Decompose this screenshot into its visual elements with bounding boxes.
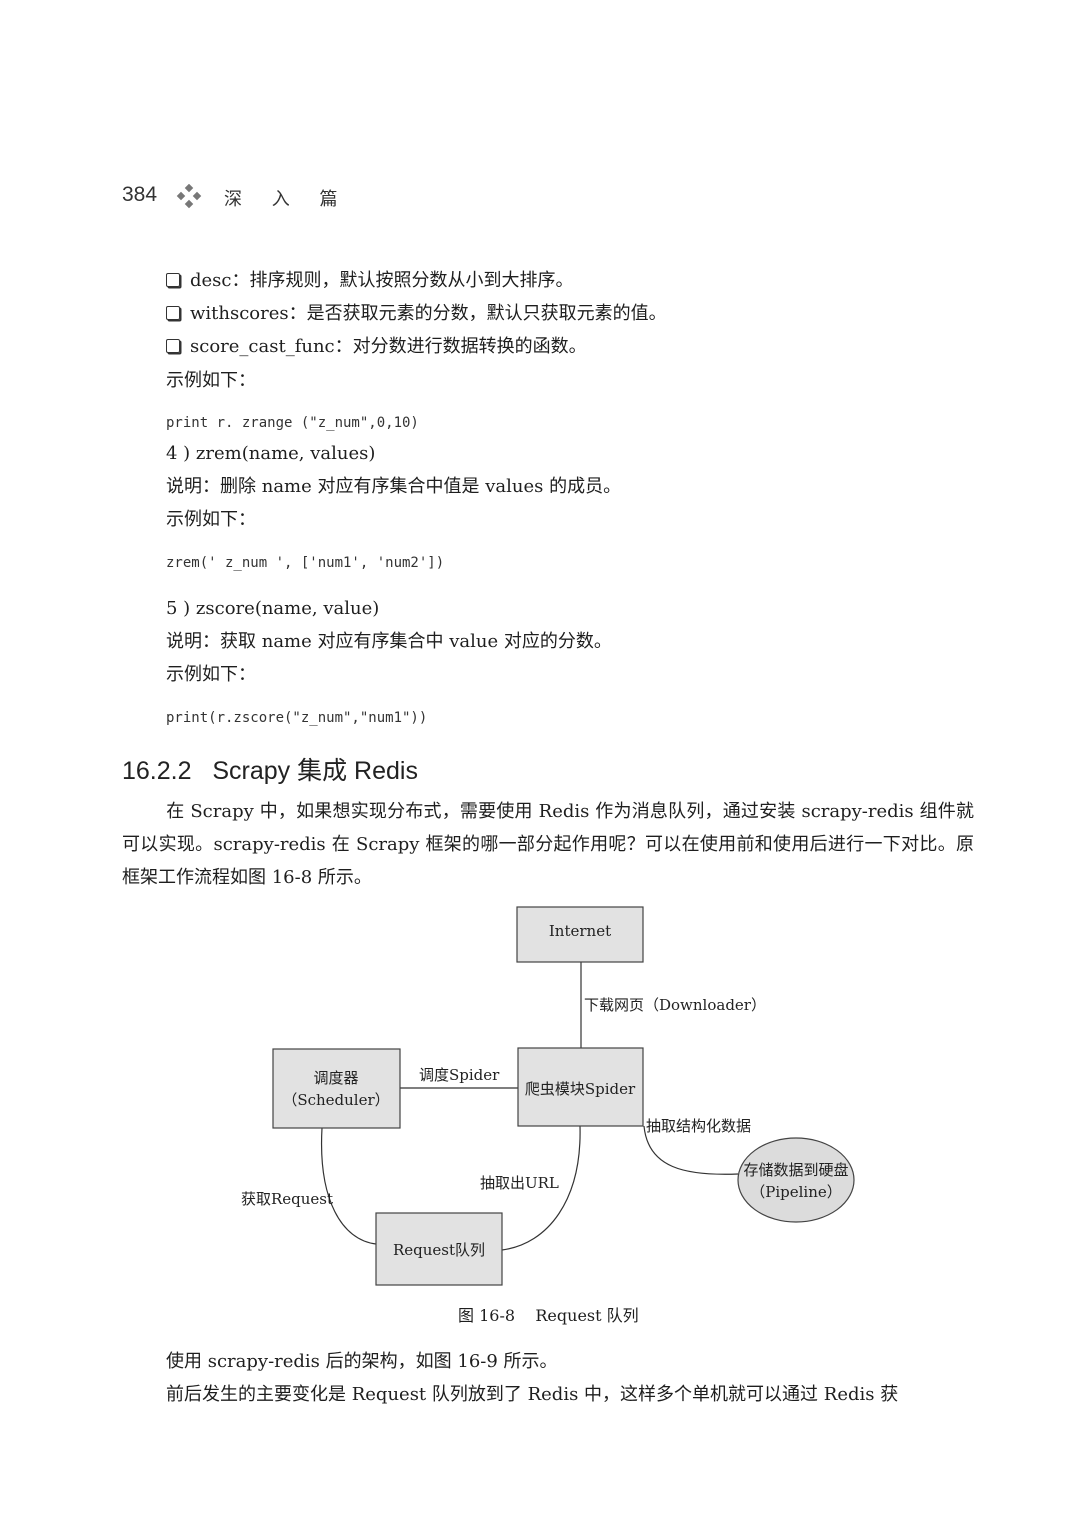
section-heading: 16.2.2 Scrapy 集成 Redis — [122, 757, 418, 785]
checkbox-icon — [166, 306, 180, 320]
internet-label: Internet — [549, 922, 611, 940]
code-line: zrem(' z_num ', ['num1', 'num2']) — [166, 555, 445, 571]
scheduler-sublabel: （Scheduler） — [282, 1091, 389, 1109]
checkbox-icon — [166, 273, 180, 287]
after-paragraph: 前后发生的主要变化是 Request 队列放到了 Redis 中，这样多个单机就… — [166, 1384, 899, 1405]
item-description: 说明：获取 name 对应有序集合中 value 对应的分数。 — [166, 631, 612, 652]
diamond-cluster-icon — [176, 184, 202, 209]
code-line: print(r.zscore("z_num","num1")) — [166, 710, 428, 726]
bullet-text: desc：排序规则，默认按照分数从小到大排序。 — [190, 270, 574, 291]
item-title: 4 ) zrem(name, values) — [166, 443, 376, 464]
get-request-edge-label: 获取Request — [241, 1190, 333, 1208]
example-label: 示例如下： — [166, 509, 256, 530]
bullet-item: desc：排序规则，默认按照分数从小到大排序。 — [166, 264, 574, 297]
intro-paragraph-text: 在 Scrapy 中，如果想实现分布式，需要使用 Redis 作为消息队列，通过… — [122, 801, 974, 888]
pipeline-label: 存储数据到硬盘 — [743, 1161, 848, 1179]
bullet-item: withscores：是否获取元素的分数，默认只获取元素的值。 — [166, 297, 667, 330]
bullet-text: score_cast_func：对分数进行数据转换的函数。 — [190, 336, 587, 357]
spider-node: 爬虫模块Spider — [517, 1047, 644, 1127]
scheduler-label: 调度器 — [313, 1069, 358, 1087]
scheduler-node: 调度器 （Scheduler） — [272, 1048, 401, 1129]
edge-get-request — [320, 1127, 377, 1245]
code-line: print r. zrange ("z_num",0,10) — [166, 415, 419, 431]
edge-extract-url — [501, 1125, 581, 1251]
example-label: 示例如下： — [166, 370, 256, 391]
bullet-text: withscores：是否获取元素的分数，默认只获取元素的值。 — [190, 303, 667, 324]
internet-node: Internet — [516, 906, 644, 963]
extract-url-edge-label: 抽取出URL — [480, 1174, 559, 1192]
intro-paragraph: 在 Scrapy 中，如果想实现分布式，需要使用 Redis 作为消息队列，通过… — [122, 795, 974, 894]
edge-extract-data — [643, 1125, 739, 1175]
pipeline-sublabel: （Pipeline） — [750, 1183, 842, 1201]
checkbox-icon — [166, 339, 180, 353]
page-number: 384 — [122, 183, 158, 206]
bullet-item: score_cast_func：对分数进行数据转换的函数。 — [166, 330, 587, 363]
schedule-edge-label: 调度Spider — [419, 1066, 500, 1084]
example-label: 示例如下： — [166, 664, 256, 685]
spider-label: 爬虫模块Spider — [525, 1080, 636, 1098]
request-queue-figure: Internet 调度器 （Scheduler） 爬虫模块Spider 存储数据… — [241, 906, 855, 1286]
item-title: 5 ) zscore(name, value) — [166, 598, 380, 619]
section-name: 深 入 篇 — [224, 189, 350, 210]
after-paragraph: 使用 scrapy-redis 后的架构，如图 16-9 所示。 — [166, 1351, 558, 1372]
figure-caption: 图 16-8 Request 队列 — [458, 1306, 639, 1325]
request-queue-label: Request队列 — [393, 1241, 485, 1259]
extract-data-edge-label: 抽取结构化数据 — [646, 1117, 751, 1135]
pipeline-node: 存储数据到硬盘 （Pipeline） — [737, 1137, 855, 1223]
download-edge-label: 下载网页（Downloader） — [584, 996, 766, 1014]
item-description: 说明：删除 name 对应有序集合中值是 values 的成员。 — [166, 476, 622, 497]
request-queue-node: Request队列 — [375, 1212, 503, 1286]
